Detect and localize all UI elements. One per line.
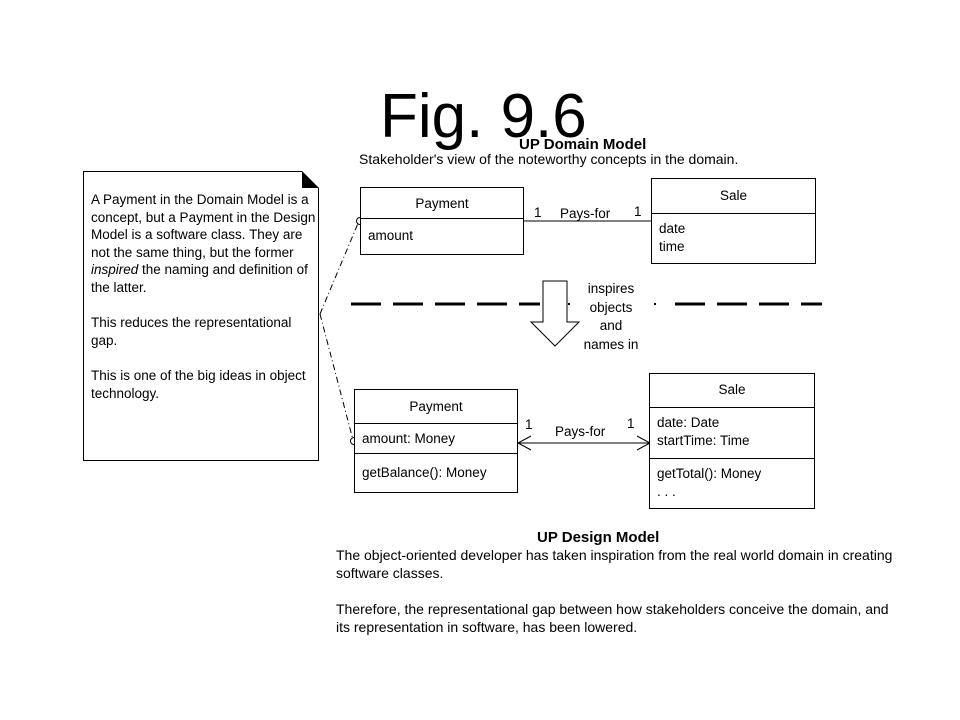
class-operation: . . . [657, 484, 676, 499]
class-name: Sale [652, 179, 815, 214]
domain-model-heading: UP Domain Model [519, 136, 647, 153]
domain-mult-left: 1 [534, 205, 542, 220]
class-attribute: time [659, 239, 685, 254]
design-mult-right: 1 [627, 416, 635, 431]
design-paragraph-1: The object-oriented developer has taken … [336, 547, 893, 581]
design-assoc-label: Pays-for [555, 424, 606, 439]
class-attribute: startTime: Time [657, 433, 750, 448]
note-paragraph-2: This reduces the representational gap. [91, 315, 292, 348]
inspires-arrow [529, 280, 581, 347]
inspires-label: inspires objects and names in [583, 281, 639, 352]
class-attribute: date [659, 221, 686, 236]
design-sale-class: Sale date: Date startTime: Time getTotal… [649, 373, 815, 509]
class-name: Sale [650, 374, 814, 408]
domain-model-subtitle: Stakeholder's view of the noteworthy con… [359, 151, 739, 167]
design-model-text: The object-oriented developer has taken … [336, 546, 896, 654]
class-name: Payment [355, 390, 517, 424]
domain-payment-class: Payment amount [360, 187, 524, 255]
class-operation: getTotal(): Money [657, 466, 762, 481]
note-paragraph-3: This is one of the big ideas in object t… [91, 367, 306, 401]
class-attribute: amount [368, 228, 414, 243]
design-paragraph-2: Therefore, the representational gap betw… [336, 601, 889, 635]
class-name: Payment [361, 188, 523, 219]
note-box [83, 171, 319, 461]
arrowhead-left [516, 435, 532, 451]
domain-sale-class: Sale date time [651, 178, 816, 264]
design-model-heading: UP Design Model [537, 529, 660, 546]
class-attribute: amount: Money [355, 424, 517, 454]
domain-mult-right: 1 [634, 204, 642, 219]
note-connector-bottom [319, 313, 354, 441]
note-text: A Payment in the Domain Model is a conce… [91, 191, 319, 420]
note-fold-corner [302, 171, 319, 188]
design-payment-class: Payment amount: Money getBalance(): Mone… [354, 389, 518, 493]
note-emphasis: inspired [91, 262, 139, 278]
domain-assoc-label: Pays-for [560, 206, 611, 221]
design-mult-left: 1 [525, 417, 533, 432]
note-connector-top [319, 220, 360, 315]
slide-title: Fig. 9.6 [380, 82, 587, 151]
note-paragraph-1: A Payment in the Domain Model is a conce… [91, 192, 316, 295]
class-attribute: date: Date [657, 415, 720, 430]
class-operation: getBalance(): Money [362, 465, 487, 480]
